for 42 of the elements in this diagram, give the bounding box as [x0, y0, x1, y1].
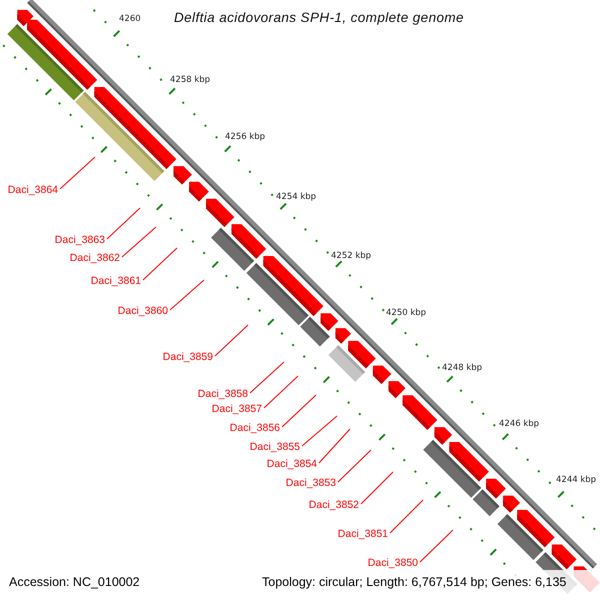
- gene-label: Daci_3857: [212, 403, 262, 415]
- gene-label: Daci_3852: [308, 499, 359, 511]
- scale-label: 4252 kbp: [331, 251, 372, 261]
- leader-line: [170, 280, 204, 310]
- leader-line: [390, 500, 424, 534]
- leader-line: [142, 248, 178, 280]
- scale-label: 4258 kbp: [170, 75, 210, 85]
- scale-label: 4250 kbp: [386, 308, 426, 318]
- diagram-title: Delftia acidovorans SPH-1, complete genome: [174, 10, 464, 26]
- leader-line: [122, 226, 156, 258]
- scale-label: 4248 kbp: [442, 363, 482, 373]
- leader-line: [264, 376, 298, 408]
- leader-line: [60, 156, 96, 190]
- genome-summary-text: Topology: circular; Length: 6,767,514 bp; Genes: 6,135: [262, 575, 566, 590]
- leader-line: [338, 450, 372, 482]
- leader-line: [282, 394, 316, 428]
- gene-label: Daci_3855: [250, 441, 300, 453]
- leader-line: [250, 362, 284, 394]
- gene-label: Daci_3858: [198, 388, 248, 400]
- scale-label: 4244 kbp: [556, 475, 596, 485]
- gene-label: Daci_3856: [230, 422, 280, 434]
- scale-label: 4246 kbp: [499, 419, 540, 429]
- gene-label: Daci_3861: [90, 275, 141, 287]
- gene-label: Daci_3859: [162, 351, 213, 363]
- leader-line: [214, 324, 248, 356]
- gene-label: Daci_3853: [286, 477, 336, 489]
- leader-line: [360, 472, 394, 504]
- gene-label: Daci_3863: [54, 234, 105, 246]
- leader-line: [318, 428, 350, 464]
- accession-text: Accession: NC_010002: [9, 575, 140, 590]
- gene-label: Daci_3851: [338, 528, 388, 540]
- gene-label: Daci_3860: [118, 305, 168, 317]
- gene-label: Daci_3850: [368, 557, 418, 569]
- scale-label: 4256 kbp: [225, 132, 266, 142]
- leader-line: [106, 208, 140, 240]
- gene-label: Daci_3854: [266, 458, 317, 470]
- leader-line: [420, 530, 454, 562]
- gene-label: Daci_3862: [70, 252, 120, 264]
- leader-line: [302, 416, 338, 446]
- scale-label: 4260: [119, 14, 141, 24]
- scale-label: 4254 kbp: [276, 192, 316, 202]
- gene-label: Daci_3864: [8, 184, 58, 196]
